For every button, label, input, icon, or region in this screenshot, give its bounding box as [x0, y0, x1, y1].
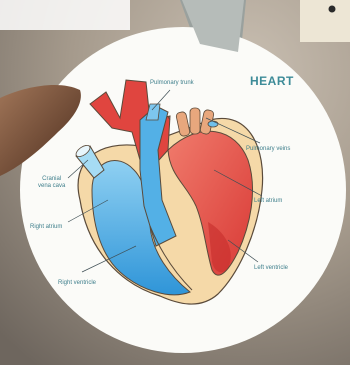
background-card — [300, 0, 350, 42]
label-right-ventricle: Right ventricle — [58, 280, 96, 287]
label-left-ventricle: Left ventricle — [254, 265, 288, 272]
diagram-title: HEART — [250, 74, 294, 88]
label-pulmonary-trunk: Pulmonary trunk — [150, 80, 194, 87]
label-cranial-vena-cava: Cranial vena cava — [38, 176, 65, 190]
label-pulmonary-veins: Pulmonary veins — [246, 146, 290, 153]
dot-icon — [329, 6, 336, 13]
background-paper — [0, 0, 130, 30]
label-left-atrium: Left atrium — [254, 198, 282, 205]
label-right-atrium: Right atrium — [30, 224, 62, 231]
